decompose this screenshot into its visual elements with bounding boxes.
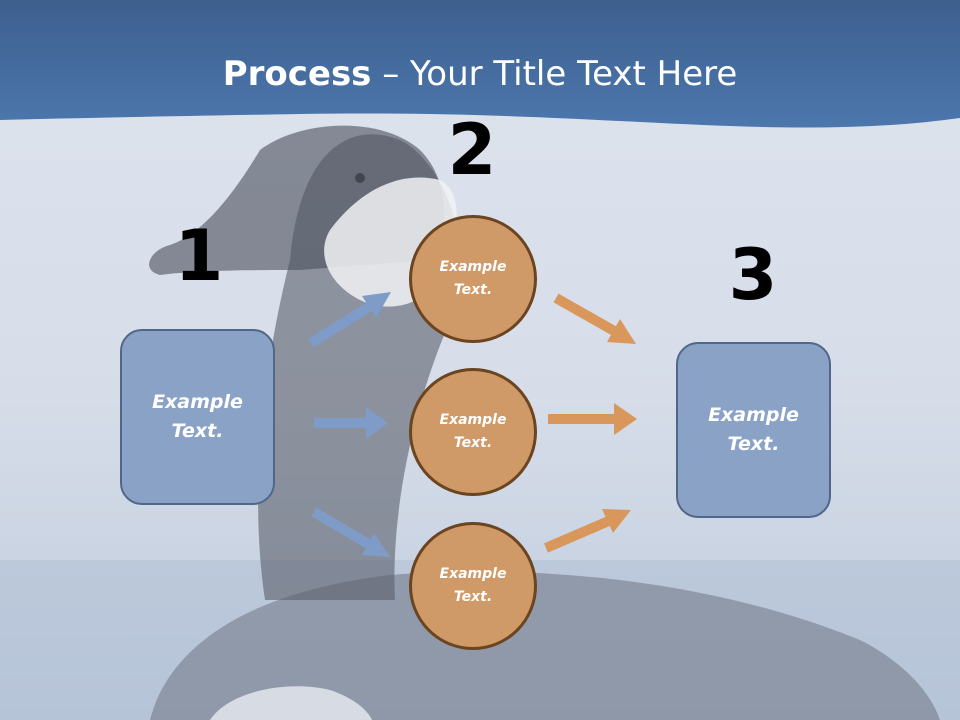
arrow-1-to-middle	[314, 407, 388, 439]
step-number-3: 3	[728, 234, 778, 316]
step-3-box: Example Text.	[676, 342, 831, 518]
step-1-text: Example Text.	[152, 391, 243, 442]
title-rest: – Your Title Text Here	[371, 54, 738, 94]
arrow-bottom-to-3	[544, 509, 631, 553]
arrow-top-to-3	[553, 293, 636, 344]
circle-middle-text: Example Text.	[439, 412, 507, 451]
title-bold: Process	[222, 54, 372, 94]
circle-middle: Example Text.	[409, 368, 537, 496]
step-number-2: 2	[447, 109, 497, 191]
arrow-1-to-bottom	[311, 507, 390, 557]
circle-top: Example Text.	[409, 215, 537, 343]
circle-bottom-text: Example Text.	[439, 566, 507, 605]
circle-bottom: Example Text.	[409, 522, 537, 650]
circle-top-text: Example Text.	[439, 259, 507, 298]
step-3-text: Example Text.	[708, 404, 799, 455]
arrow-middle-to-3	[548, 403, 637, 435]
arrow-1-to-top	[308, 292, 391, 348]
step-number-1: 1	[174, 215, 224, 297]
slide-title: Process – Your Title Text Here	[0, 52, 960, 96]
step-1-box: Example Text.	[120, 329, 275, 505]
